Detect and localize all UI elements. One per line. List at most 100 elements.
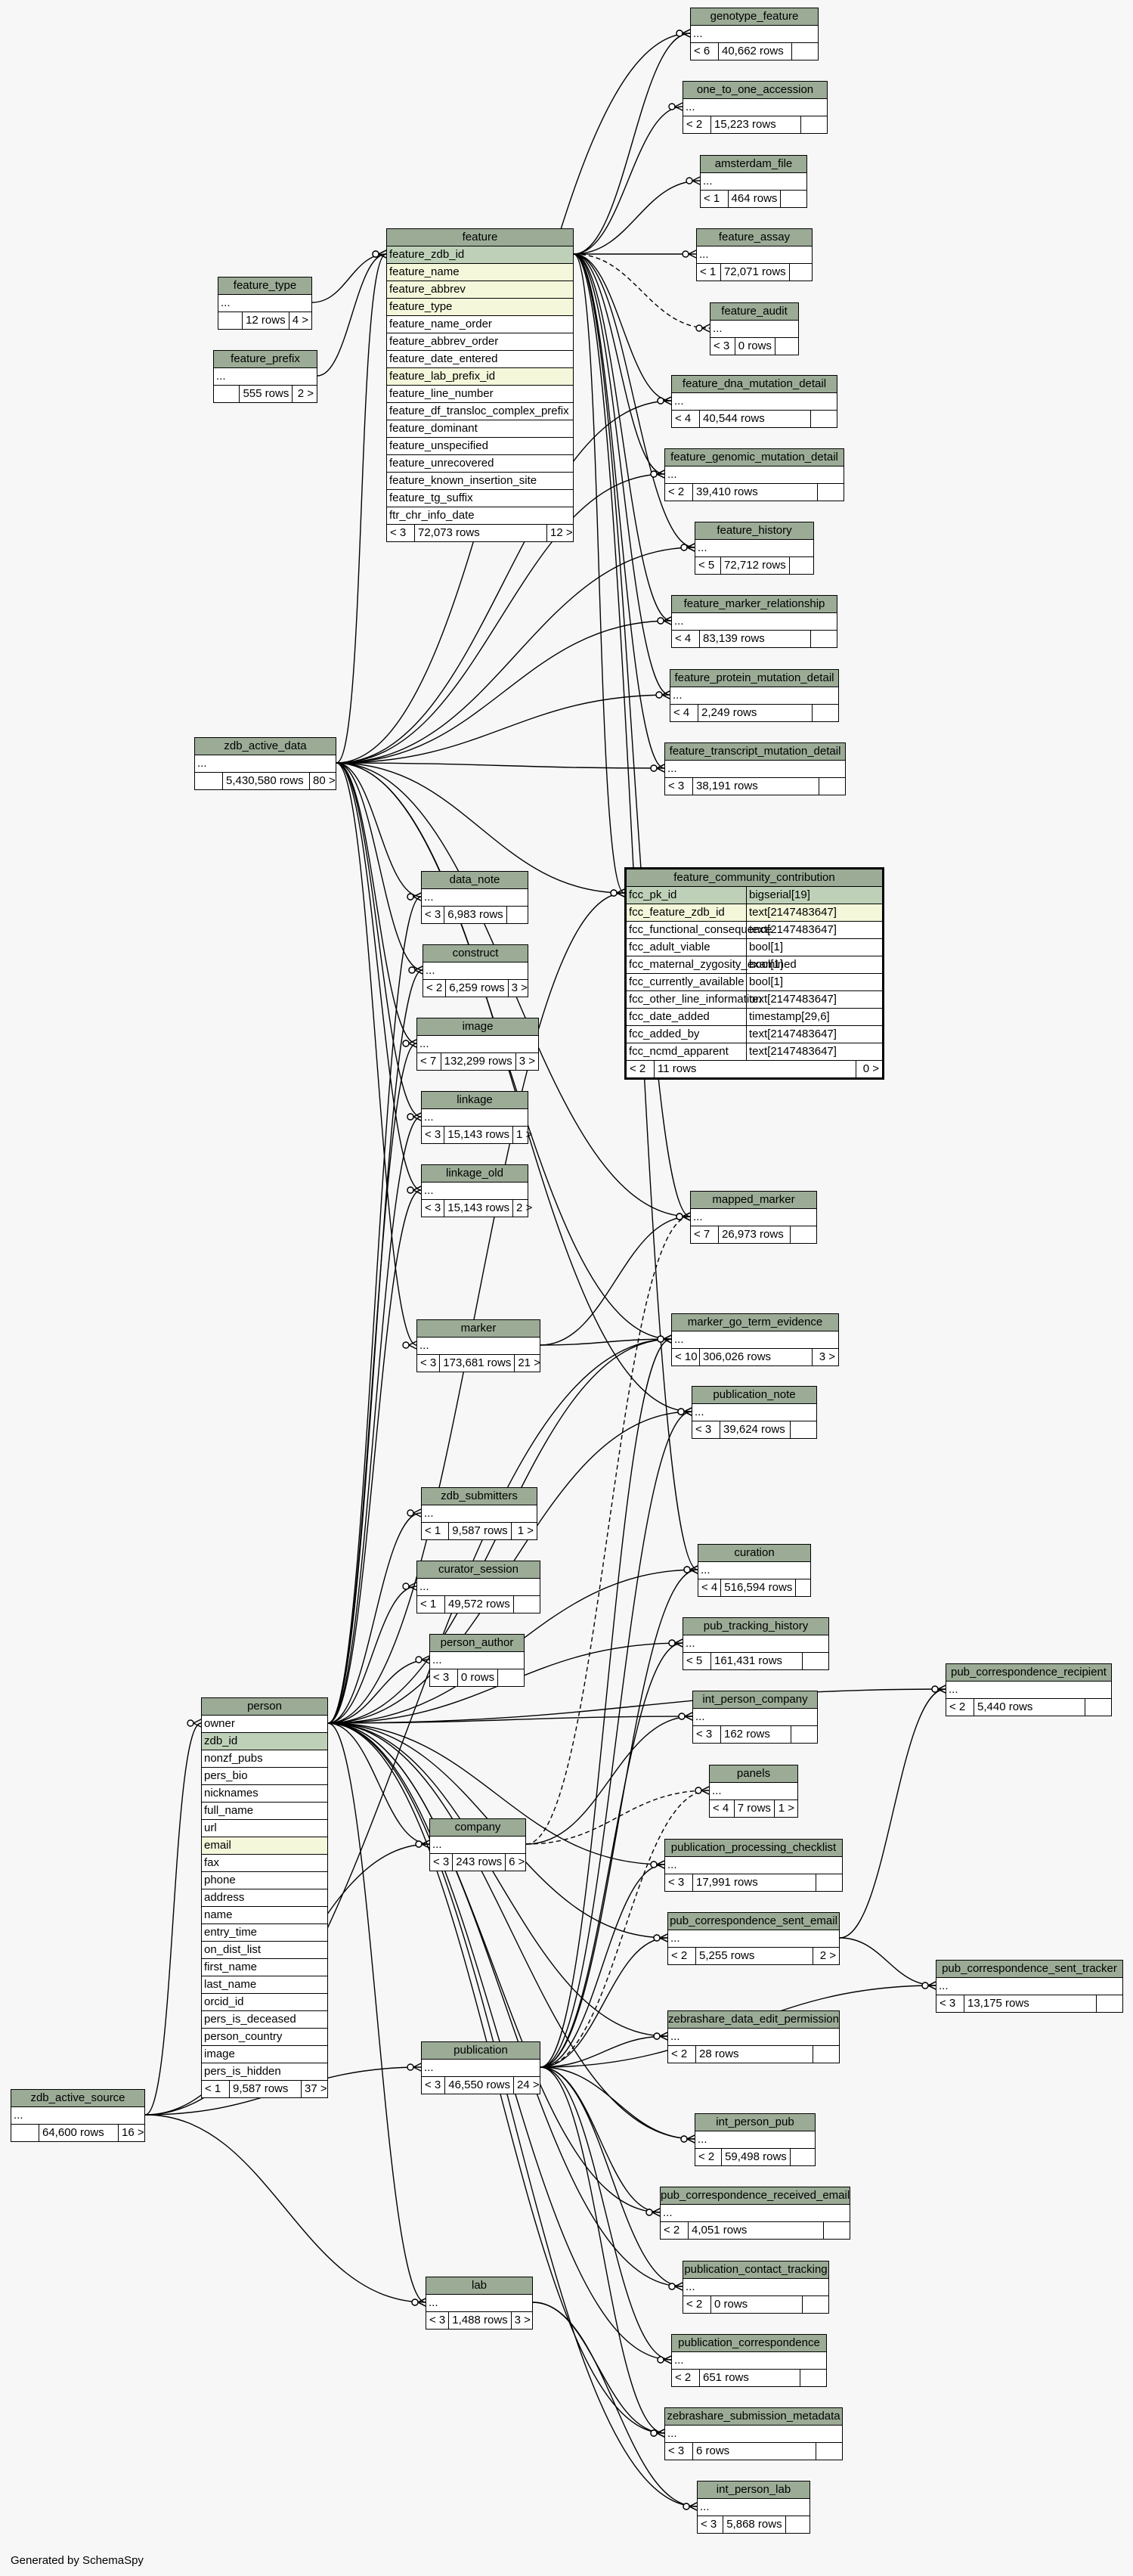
table-column[interactable]: ... bbox=[946, 1682, 1111, 1699]
table-column[interactable]: ... bbox=[691, 1209, 816, 1226]
table-column[interactable]: ... bbox=[422, 1109, 528, 1127]
table-column[interactable]: nonzf_pubs bbox=[202, 1750, 327, 1768]
table-title[interactable]: curator_session bbox=[417, 1561, 540, 1579]
table-column[interactable]: ... bbox=[698, 2499, 810, 2516]
table-title[interactable]: zebrashare_data_edit_permission bbox=[668, 2011, 839, 2029]
table-column[interactable]: ... bbox=[672, 1331, 838, 1349]
table-column[interactable]: ... bbox=[670, 687, 838, 705]
table-title[interactable]: feature_dna_mutation_detail bbox=[672, 376, 837, 393]
table-column[interactable]: feature_type bbox=[387, 299, 573, 316]
table-column[interactable]: ... bbox=[665, 467, 844, 484]
table-column[interactable]: ... bbox=[417, 1338, 540, 1355]
table-column[interactable]: owner bbox=[202, 1716, 327, 1733]
table-column[interactable]: ... bbox=[693, 1709, 817, 1726]
table-column[interactable]: feature_name_order bbox=[387, 316, 573, 333]
table-title[interactable]: person_author bbox=[430, 1635, 524, 1652]
table-column[interactable]: email bbox=[202, 1837, 327, 1855]
table-title[interactable]: genotype_feature bbox=[691, 8, 818, 26]
table-column[interactable]: feature_abbrev_order bbox=[387, 333, 573, 351]
table-column[interactable]: fax bbox=[202, 1855, 327, 1872]
table-column[interactable]: ... bbox=[683, 1635, 828, 1653]
table-title[interactable]: feature_protein_mutation_detail bbox=[670, 670, 838, 687]
table-title[interactable]: data_note bbox=[422, 872, 528, 889]
table-title[interactable]: pub_tracking_history bbox=[683, 1618, 828, 1635]
table-column[interactable]: nicknames bbox=[202, 1785, 327, 1803]
table-title[interactable]: feature_type bbox=[218, 277, 311, 295]
table-column[interactable]: feature_dominant bbox=[387, 420, 573, 438]
table-column[interactable]: ... bbox=[697, 246, 812, 264]
table-column[interactable]: ... bbox=[695, 540, 813, 557]
table-title[interactable]: feature_community_contribution bbox=[627, 870, 882, 887]
table-column[interactable]: ... bbox=[422, 1183, 528, 1200]
table-title[interactable]: zdb_active_source bbox=[11, 2090, 144, 2107]
table-column[interactable]: last_name bbox=[202, 1976, 327, 1994]
table-title[interactable]: mapped_marker bbox=[691, 1192, 816, 1209]
table-column[interactable]: ... bbox=[426, 2295, 532, 2312]
table-column[interactable]: ... bbox=[422, 2060, 540, 2077]
table-column[interactable]: ... bbox=[661, 2205, 850, 2222]
table-column[interactable]: ... bbox=[698, 1562, 810, 1579]
table-column[interactable]: feature_date_entered bbox=[387, 351, 573, 368]
table-title[interactable]: pub_correspondence_sent_tracker bbox=[936, 1961, 1122, 1978]
table-title[interactable]: feature_marker_relationship bbox=[672, 596, 837, 613]
table-title[interactable]: pub_correspondence_sent_email bbox=[668, 1913, 839, 1930]
table-column[interactable]: ftr_chr_info_date bbox=[387, 507, 573, 525]
table-column[interactable]: pers_is_hidden bbox=[202, 2063, 327, 2081]
table-title[interactable]: zdb_active_data bbox=[195, 738, 336, 755]
table-column[interactable]: ... bbox=[672, 2352, 826, 2370]
table-title[interactable]: publication_correspondence bbox=[672, 2335, 826, 2352]
table-title[interactable]: lab bbox=[426, 2277, 532, 2295]
table-column[interactable]: ... bbox=[936, 1978, 1122, 1995]
table-column[interactable]: ... bbox=[430, 1652, 524, 1669]
table-column[interactable]: ... bbox=[695, 2131, 815, 2149]
table-title[interactable]: publication_processing_checklist bbox=[665, 1840, 842, 1857]
table-column[interactable]: ... bbox=[665, 2426, 842, 2443]
table-column[interactable]: pers_is_deceased bbox=[202, 2011, 327, 2029]
table-title[interactable]: curation bbox=[698, 1545, 810, 1562]
table-title[interactable]: company bbox=[430, 1819, 525, 1837]
table-title[interactable]: feature_assay bbox=[697, 229, 812, 246]
table-column[interactable]: first_name bbox=[202, 1959, 327, 1976]
table-column[interactable]: ... bbox=[683, 2279, 828, 2296]
table-column[interactable]: on_dist_list bbox=[202, 1942, 327, 1959]
table-column[interactable]: ... bbox=[214, 368, 317, 386]
table-column[interactable]: feature_unrecovered bbox=[387, 455, 573, 473]
table-column[interactable]: feature_unspecified bbox=[387, 438, 573, 455]
table-column[interactable]: ... bbox=[668, 1930, 839, 1948]
